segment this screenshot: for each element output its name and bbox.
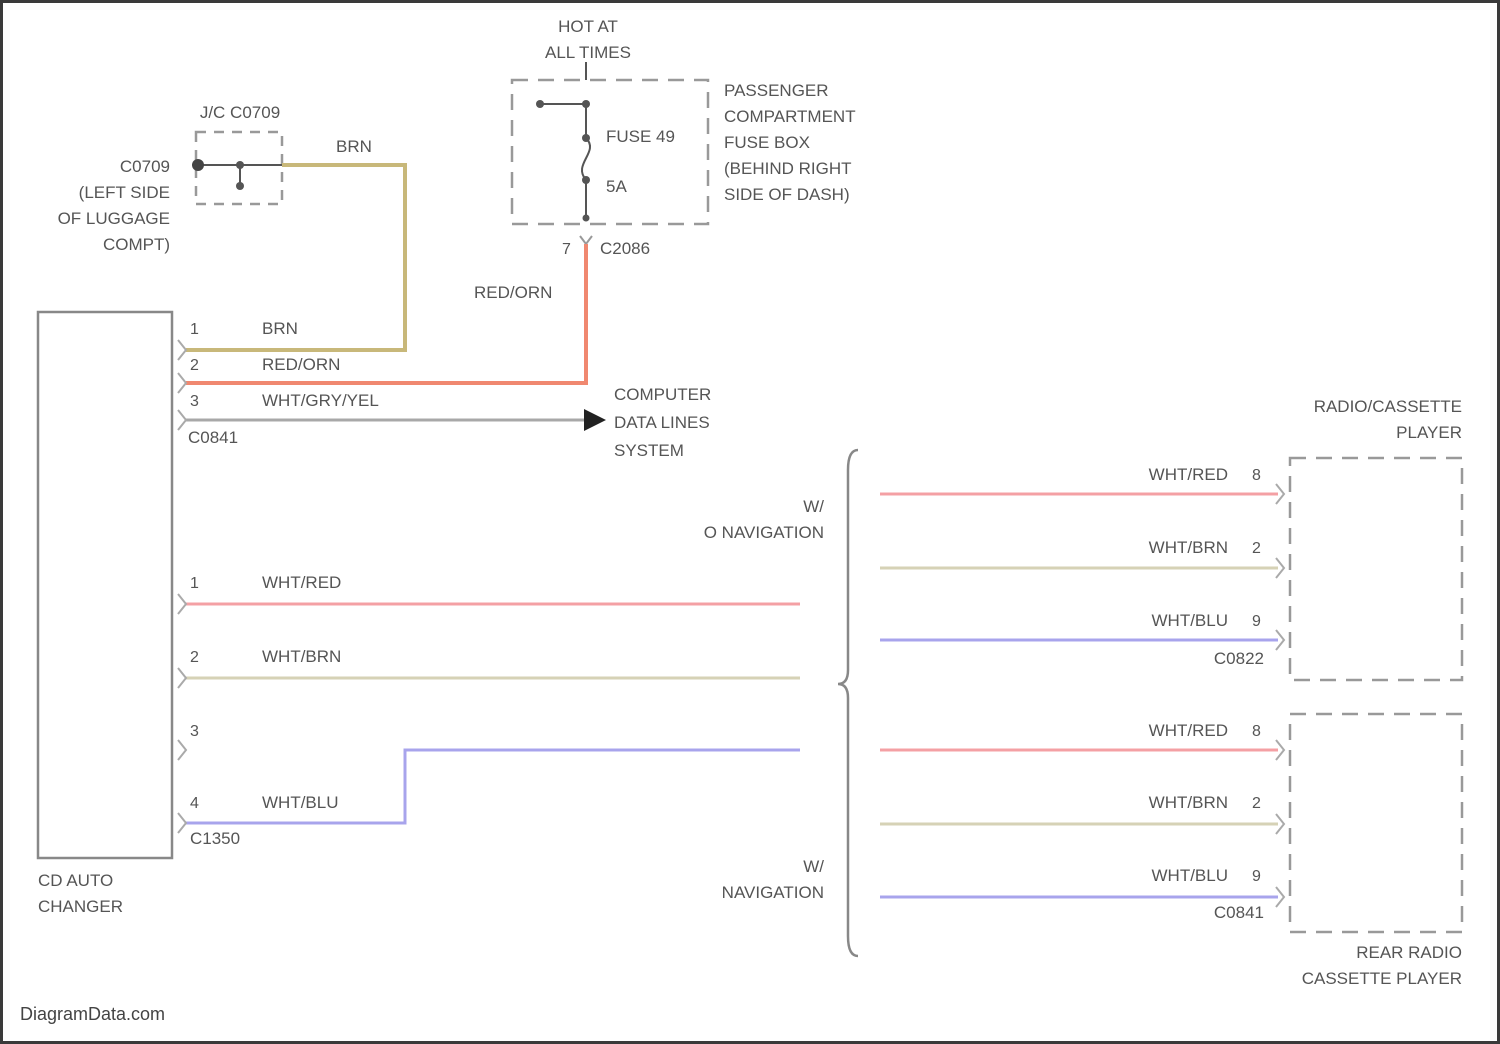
fuse-connector-pin: 7: [562, 241, 571, 258]
hot-at-all-times-line-1: HOT AT: [558, 17, 618, 36]
fuse-box-label-line-1: PASSENGER: [724, 81, 829, 100]
wire-red-orn: [186, 244, 586, 383]
radio-outline: [1290, 458, 1462, 680]
cd-wire-1: BRN: [262, 319, 298, 338]
ground-location-line-1: (LEFT SIDE: [79, 183, 170, 202]
cd-lower-pin-2: 2: [190, 649, 199, 666]
cd-changer-name-line-2: CHANGER: [38, 897, 123, 916]
cd-changer-name-line-1: CD AUTO: [38, 871, 113, 890]
rear-connector: C0841: [1214, 903, 1264, 922]
cd-lower-pin-4: 4: [190, 795, 199, 812]
option-with-nav-line-2: NAVIGATION: [722, 883, 824, 902]
option-brace: [838, 450, 858, 956]
cd-lower-pin-1: 1: [190, 575, 199, 592]
hot-at-all-times-line-2: ALL TIMES: [545, 43, 631, 62]
rear-radio-name-line-2: CASSETTE PLAYER: [1302, 969, 1462, 988]
cd-lower-pin-3: 3: [190, 723, 199, 740]
data-lines-line-1: COMPUTER: [614, 385, 711, 404]
wire-red-orn-label-top: RED/ORN: [474, 283, 552, 302]
cd-changer-box: [38, 312, 172, 858]
radio-pin-3: 9: [1252, 613, 1261, 630]
radio-name-line-1: RADIO/CASSETTE: [1314, 397, 1462, 416]
fuse-box-label-line-2: COMPARTMENT: [724, 107, 856, 126]
cd-pin-1: 1: [190, 321, 199, 338]
rear-wire-2: WHT/BRN: [1149, 793, 1228, 812]
radio-wire-3: WHT/BLU: [1152, 611, 1229, 630]
cd-lower-connector: C1350: [190, 829, 240, 848]
fuse-connector-symbol: [580, 236, 592, 244]
cd-lower-wire-2: WHT/BRN: [262, 647, 341, 666]
data-line-arrow-icon: [584, 409, 606, 431]
fuse-connector-name: C2086: [600, 239, 650, 258]
rear-radio-name-line-1: REAR RADIO: [1356, 943, 1462, 962]
option-with-nav-line-1: W/: [803, 857, 824, 876]
cd-pin-3: 3: [190, 393, 199, 410]
fuse-element: [582, 138, 590, 180]
cd-lower-wire-4: WHT/BLU: [262, 793, 339, 812]
cd-upper-connector: C0841: [188, 428, 238, 447]
cd-pin-2: 2: [190, 357, 199, 374]
ground-location-line-2: OF LUGGAGE: [58, 209, 170, 228]
junction-node-2: [236, 182, 244, 190]
watermark: DiagramData.com: [20, 1004, 165, 1024]
option-without-nav-line-2: O NAVIGATION: [704, 523, 824, 542]
cd-connector-symbols: [178, 340, 186, 833]
wire-audio-wht-blu: [186, 750, 800, 823]
cd-lower-wire-1: WHT/RED: [262, 573, 341, 592]
data-lines-line-3: SYSTEM: [614, 441, 684, 460]
junction-connector-label: J/C C0709: [200, 103, 280, 122]
option-without-nav-line-1: W/: [803, 497, 824, 516]
fuse-name: FUSE 49: [606, 127, 675, 146]
fuse-box-label-line-4: (BEHIND RIGHT: [724, 159, 852, 178]
rear-pin-3: 9: [1252, 868, 1261, 885]
cd-wire-2: RED/ORN: [262, 355, 340, 374]
fuse-box-label-line-3: FUSE BOX: [724, 133, 810, 152]
rear-radio-outline: [1290, 714, 1462, 932]
radio-wire-1: WHT/RED: [1149, 465, 1228, 484]
rear-wire-1: WHT/RED: [1149, 721, 1228, 740]
wire-brn-label-top: BRN: [336, 137, 372, 156]
junction-ground-node: [192, 159, 204, 171]
data-lines-line-2: DATA LINES: [614, 413, 710, 432]
cd-wire-3: WHT/GRY/YEL: [262, 391, 379, 410]
radio-connector: C0822: [1214, 649, 1264, 668]
ground-location-line-3: COMPT): [103, 235, 170, 254]
rear-wire-3: WHT/BLU: [1152, 866, 1229, 885]
radio-pin-2: 2: [1252, 540, 1261, 557]
radio-wire-2: WHT/BRN: [1149, 538, 1228, 557]
fuse-box-label-line-5: SIDE OF DASH): [724, 185, 850, 204]
fuse-rating: 5A: [606, 177, 627, 196]
fuse-output-node: [583, 215, 590, 222]
rear-pin-1: 8: [1252, 723, 1261, 740]
rear-pin-2: 2: [1252, 795, 1261, 812]
radio-pin-1: 8: [1252, 467, 1261, 484]
busbar-node: [536, 100, 544, 108]
radio-name-line-2: PLAYER: [1396, 423, 1462, 442]
ground-connector-name: C0709: [120, 157, 170, 176]
